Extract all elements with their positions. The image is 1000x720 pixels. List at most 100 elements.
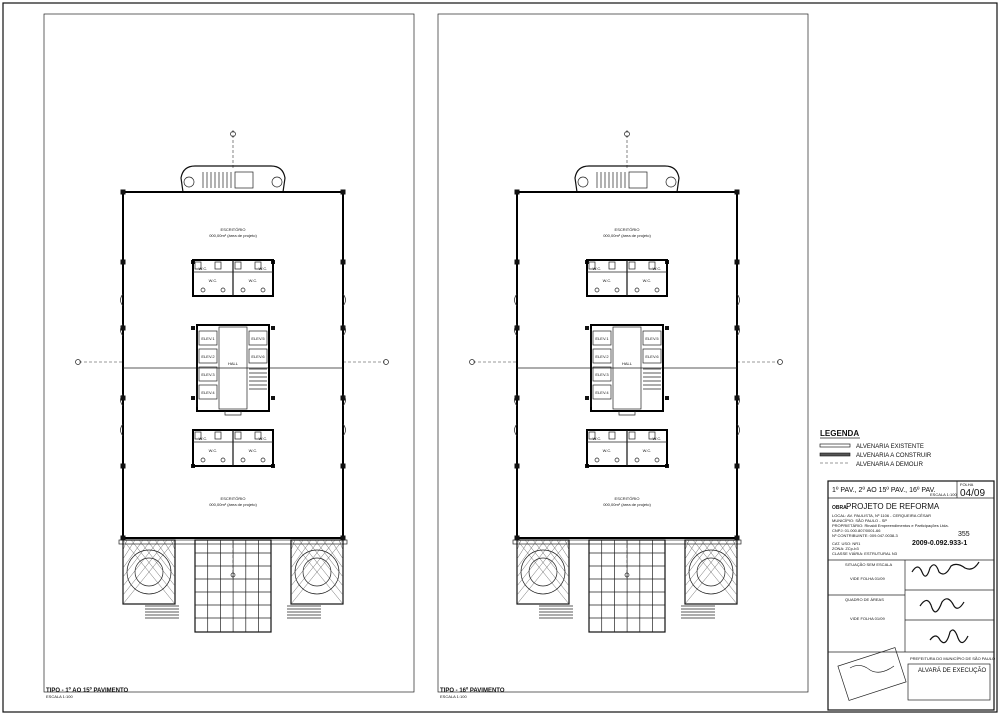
- column: [514, 259, 520, 265]
- planter-left: [516, 539, 570, 605]
- facade-pilaster: [120, 423, 124, 437]
- planter-right: [684, 539, 738, 605]
- planter-hatch: [122, 539, 176, 605]
- elevator-shaft-left: [592, 330, 612, 346]
- elevator-label-right: ELEV.6: [251, 354, 265, 359]
- column: [120, 395, 126, 401]
- legend-construct-label: ALVENARIA A CONSTRUIR: [856, 453, 932, 459]
- scale-label: ESCALA 1:100: [930, 492, 957, 497]
- folha-label: FOLHA: [960, 482, 974, 487]
- wc-label: W.C.: [653, 266, 662, 271]
- round-seal: [837, 647, 907, 701]
- wc-label: W.C.: [249, 278, 258, 283]
- sink-fixture: [260, 457, 266, 463]
- axis-north-marker: [230, 131, 236, 137]
- signature-3: [929, 629, 969, 644]
- elevator-shaft-right: [642, 330, 662, 346]
- planter-hatch: [708, 539, 738, 578]
- planter-hatch: [684, 539, 690, 551]
- planter-hatch: [290, 539, 296, 551]
- column: [340, 463, 346, 469]
- sink-fixture: [654, 287, 660, 293]
- wc-fixture: [234, 261, 242, 270]
- axis-north-marker: [624, 131, 630, 137]
- elevator-label-left: ELEV.1: [201, 336, 215, 341]
- sink-fixture: [634, 287, 640, 293]
- planter-left: [122, 539, 176, 605]
- info-line-2: MUNICÍPIO: SÃO PAULO - SP: [832, 518, 887, 523]
- core-door: [224, 411, 242, 416]
- wc-fixture: [254, 431, 262, 440]
- planter-hatch: [692, 539, 738, 596]
- wc-label: W.C.: [209, 278, 218, 283]
- facade-pilaster: [736, 293, 740, 307]
- planter-hatch: [122, 539, 168, 596]
- signature-2: [919, 598, 965, 613]
- elevator-label-left: ELEV.1: [595, 336, 609, 341]
- room-area-top: 000,00m² (área de projeto): [209, 233, 257, 238]
- hall-area: [218, 326, 248, 410]
- elevator-label-left: ELEV.3: [201, 372, 215, 377]
- zone-line-2: ZONA: ZCp-b3: [832, 546, 859, 551]
- planter-hatch: [564, 539, 570, 551]
- planter-hatch: [330, 539, 344, 560]
- prefeitura-label: PREFEITURA DO MUNICÍPIO DE SÃO PAULO: [910, 656, 995, 661]
- sheet-subject: 1º PAV., 2º AO 15º PAV., 16º PAV.: [832, 487, 936, 494]
- column: [120, 189, 126, 195]
- room-label-bottom: ESCRITÓRIO: [221, 496, 246, 501]
- planter-left-circle-inner: [134, 557, 164, 587]
- sink-fixture: [200, 287, 206, 293]
- sink-fixture: [240, 287, 246, 293]
- legend-title: LEGENDA: [820, 429, 859, 438]
- planter-right-circle-inner: [302, 557, 332, 587]
- sink-fixture: [654, 457, 660, 463]
- planter-hatch: [130, 539, 176, 596]
- elevator-label-right: ELEV.6: [645, 354, 659, 359]
- elevator-label-left: ELEV.4: [595, 390, 609, 395]
- elevator-label-left: ELEV.3: [595, 372, 609, 377]
- column: [734, 259, 740, 265]
- column: [734, 325, 740, 331]
- facade-pilaster: [736, 423, 740, 437]
- room-label-bottom: ESCRITÓRIO: [615, 496, 640, 501]
- legend-swatch-construct: [819, 452, 851, 457]
- column: [120, 535, 126, 541]
- wc-fixture: [628, 431, 636, 440]
- facade-pilaster: [514, 423, 518, 437]
- zone-line-3: CLASSE VIÁRIA: ESTRUTURAL N3: [832, 551, 898, 556]
- floor-outline: [516, 191, 738, 539]
- wc-fixture: [628, 261, 636, 270]
- column: [585, 396, 589, 400]
- planter-hatch: [290, 539, 320, 578]
- elevator-shaft-left: [198, 366, 218, 382]
- planter-hatch: [162, 539, 176, 560]
- column: [340, 535, 346, 541]
- planter-hatch: [122, 539, 144, 569]
- plan-title: TIPO - 16º PAVIMENTO: [440, 688, 505, 694]
- floor-outline: [122, 191, 344, 539]
- column-round: [183, 176, 195, 188]
- plan-title: TIPO - 1º AO 15º PAVIMENTO: [46, 688, 129, 694]
- planter-hatch: [122, 539, 128, 551]
- room-area-top: 000,00m² (área de projeto): [603, 233, 651, 238]
- planter-hatch: [290, 539, 336, 596]
- facade-pilaster: [514, 293, 518, 307]
- plan-scale: ESCALA 1:100: [46, 694, 73, 699]
- column: [340, 325, 346, 331]
- planter-hatch: [298, 539, 344, 596]
- wc-fixture: [608, 431, 616, 440]
- elevator-shaft-left: [198, 384, 218, 400]
- approval-stamp: [907, 663, 991, 701]
- column: [120, 463, 126, 469]
- sink-fixture: [240, 457, 246, 463]
- info-line-1: LOCAL: AV. PAULISTA, Nº 1106 - CERQUEIRA…: [832, 513, 931, 518]
- facade-pilaster: [342, 393, 346, 407]
- column: [514, 325, 520, 331]
- facade-pilaster: [736, 393, 740, 407]
- wc-label: W.C.: [259, 436, 268, 441]
- planter-hatch: [122, 539, 136, 560]
- axis-east-marker: [383, 359, 389, 365]
